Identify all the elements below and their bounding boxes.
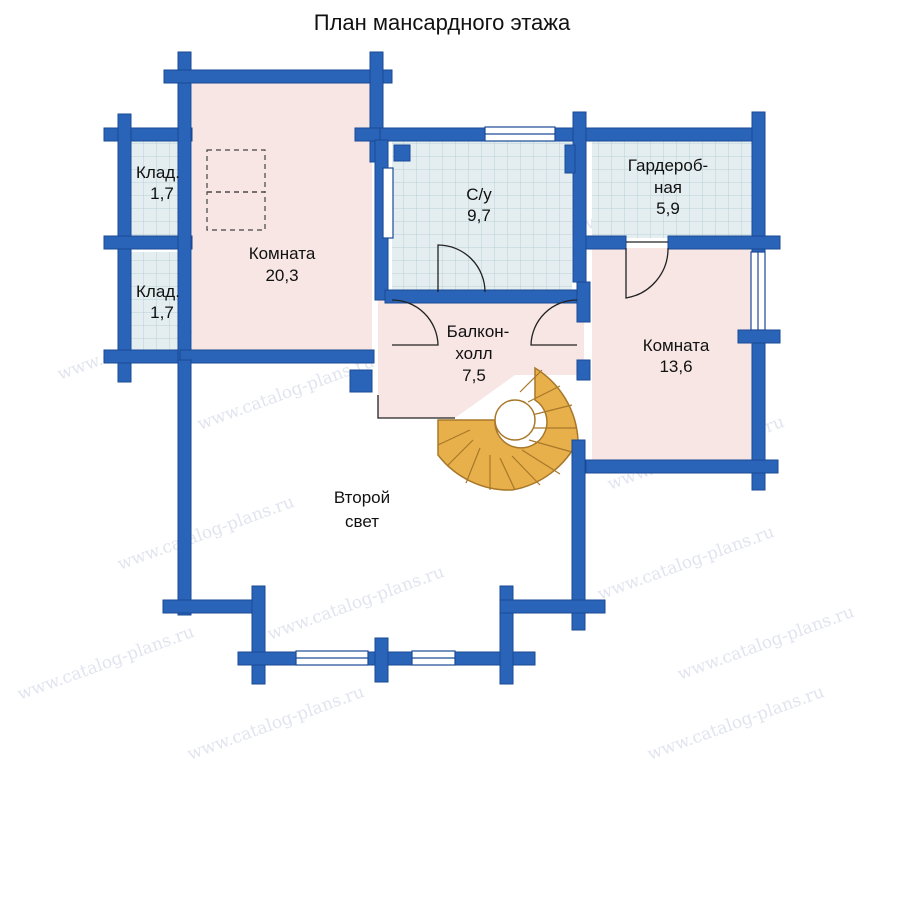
room1-area: 20,3 [265,266,298,285]
klad2-name: Клад. [136,282,180,301]
room1-fill [192,82,372,350]
klad2-area: 1,7 [150,303,174,322]
wardrobe-name-2: ная [654,178,682,197]
stair-step-lines [437,369,577,491]
room-fills [122,82,752,460]
klad1-fill [122,137,186,240]
watermark-text: www.catalog-plans.ru [645,682,827,765]
room2-area: 13,6 [659,357,692,376]
wardrobe-area: 5,9 [656,199,680,218]
wc-area: 9,7 [467,206,491,225]
stair-treads [437,366,579,491]
door-room2 [625,247,669,299]
door-balcony-right [530,299,578,346]
window-wc-left [382,167,394,239]
wc-fill [392,140,572,292]
walls [103,51,781,685]
door-balcony-left [391,299,439,346]
balcony-name-1: Балкон- [447,322,510,341]
watermark-text: www.catalog-plans.ru [15,622,197,705]
wardrobe-fill [592,140,752,238]
klad2-fill [122,252,186,352]
light-name-2: свет [345,512,379,531]
balcony-rail [377,395,455,419]
balcony-name-2: холл [455,344,492,363]
wc-name: С/у [466,185,492,204]
room-labels: Клад. 1,7 Клад. 1,7 Комната 20,3 С/у 9,7… [136,156,710,531]
roof-hatch-outline [206,149,266,231]
room2-name: Комната [643,336,710,355]
windows [295,126,766,666]
balcony-area: 7,5 [462,366,486,385]
plan-title: План мансардного этажа [313,10,571,35]
room1-name: Комната [249,244,316,263]
watermark-text: www.catalog-plans.ru [185,682,367,765]
wardrobe-name-1: Гардероб- [628,156,708,175]
light-name-1: Второй [334,488,390,507]
watermark-text: www.catalog-plans.ru [675,602,857,685]
watermark-text: www.catalog-plans.ru [595,522,777,605]
watermark-text: www.catalog-plans.ru [195,352,377,435]
watermark-text: www.catalog-plans.ru [115,492,297,575]
watermark-text: www.catalog-plans.ru [265,562,447,645]
klad1-area: 1,7 [150,184,174,203]
balcony-fill [378,300,584,418]
stair-core [494,399,536,441]
door-wc [437,244,486,293]
room2-fill [592,248,752,460]
doors [377,241,669,419]
spiral-stair [437,366,579,491]
klad1-name: Клад. [136,163,180,182]
